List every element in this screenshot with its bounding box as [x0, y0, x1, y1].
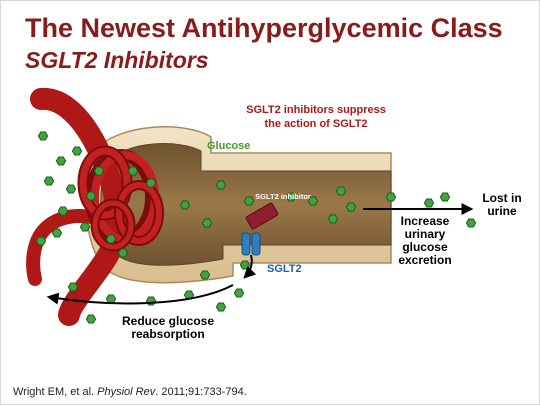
citation-journal: Physiol Rev: [97, 386, 156, 398]
reabsorption-arrow: [46, 284, 234, 305]
glucose-molecule: [35, 236, 47, 246]
reduce-reabsorption-label: Reduce glucose reabsorption: [121, 314, 215, 341]
inhibitor-body: [245, 202, 279, 230]
glucose-molecule: [79, 222, 91, 232]
glucose-molecule: [65, 184, 77, 194]
glucose-molecule: [199, 270, 211, 280]
sglt2-inhibitor: [245, 202, 279, 230]
glucose-molecule: [85, 191, 97, 201]
afferent-arteriole: [30, 87, 128, 326]
inhibitor-action-label: SGLT2 inhibitors suppress the action of …: [246, 104, 386, 130]
increase-excretion-label: Increase urinary glucose excretion: [398, 214, 452, 267]
glomerular-loop: [116, 182, 162, 244]
glucose-molecule: [179, 200, 191, 210]
glucose-molecule: [239, 260, 251, 270]
transport-down-arrow: [243, 254, 257, 279]
glomerular-loop: [92, 200, 134, 250]
glucose-molecules: [35, 131, 477, 324]
glucose-molecule: [201, 218, 213, 228]
glucose-molecule: [215, 302, 227, 312]
glucose-molecule: [243, 196, 255, 206]
glucose-molecule: [57, 206, 69, 216]
glucose-molecule: [327, 214, 339, 224]
glucose-label: Glucose: [207, 140, 251, 152]
glucose-molecule: [145, 178, 157, 188]
glucose-molecule: [439, 192, 451, 202]
citation-details: . 2011;91:733-794.: [155, 386, 247, 398]
flow-arrows: [46, 203, 474, 305]
glucose-molecule: [71, 146, 83, 156]
glomerular-loop: [79, 147, 131, 219]
glucose-molecule: [345, 202, 357, 212]
citation-authors: Wright EM, et al.: [13, 386, 98, 398]
glucose-molecule: [465, 218, 477, 228]
glucose-molecule: [105, 294, 117, 304]
glucose-molecule: [117, 248, 129, 258]
citation: Wright EM, et al. Physiol Rev. 2011;91:7…: [13, 386, 247, 398]
glucose-molecule: [307, 196, 319, 206]
glucose-molecule: [43, 176, 55, 186]
glucose-molecule: [127, 166, 139, 176]
glucose-molecule: [37, 131, 49, 141]
glucose-molecule: [93, 166, 105, 176]
glucose-molecule: [105, 234, 117, 244]
glucose-molecule: [85, 314, 97, 324]
glucose-molecule: [215, 180, 227, 190]
sglt2-label: SGLT2: [267, 263, 302, 275]
sglt2-transporter: [241, 232, 261, 256]
glucose-molecule: [285, 192, 297, 202]
slide-title: The Newest Antihyperglycemic Class: [25, 13, 503, 43]
transporter-half: [241, 232, 251, 256]
sglt2-inhibitor-label: SGLT2 inhibitor: [255, 192, 311, 201]
slide-subtitle: SGLT2 Inhibitors: [25, 47, 209, 73]
transporter-half: [251, 232, 261, 256]
glucose-molecule: [385, 192, 397, 202]
glucose-molecule: [423, 198, 435, 208]
lost-in-urine-label: Lost in urine: [482, 191, 522, 218]
glucose-molecule: [335, 186, 347, 196]
glucose-molecule: [67, 282, 79, 292]
glucose-molecule: [55, 156, 67, 166]
glucose-molecule: [233, 288, 245, 298]
glucose-molecule: [51, 228, 63, 238]
